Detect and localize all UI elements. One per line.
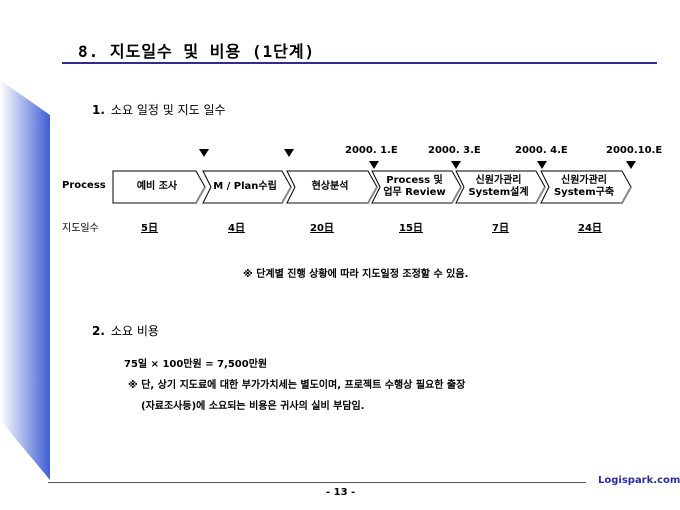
stage-label-4: Process 및 업무 Review — [383, 175, 446, 198]
stage-days-6: 24日 — [578, 223, 602, 234]
milestone-marker-2 — [284, 149, 294, 157]
stage-chevron-2: M / Plan수립 — [202, 170, 292, 204]
page-title: 8. 지도일수 및 비용 (1단계) — [78, 42, 316, 61]
section-2-heading: 2. 소요 비용 — [92, 322, 159, 339]
stage-chevron-5: 신원가관리 System설계 — [455, 170, 546, 204]
stage-label-3: 현상분석 — [311, 181, 349, 192]
milestone-marker-1 — [199, 149, 209, 157]
cost-formula: 75일 × 100만원 = 7,500만원 — [124, 359, 268, 370]
days-label: 지도일수 — [62, 223, 99, 234]
cost-note-line-2: (자료조사등)에 소요되는 비용은 귀사의 실비 부담임. — [141, 401, 365, 412]
process-label: Process — [62, 180, 106, 191]
section-1-heading: 1. 소요 일정 및 지도 일수 — [92, 101, 226, 118]
cost-note-line-1: ※ 단, 상기 지도료에 대한 부가가치세는 별도이며, 프로젝트 수행상 필요… — [128, 380, 466, 391]
section-2-label: 소요 비용 — [110, 324, 159, 338]
title-rule — [62, 62, 657, 64]
schedule-note: ※ 단계별 진행 상황에 따라 지도일정 조정할 수 있음. — [243, 269, 469, 280]
milestone-marker-3 — [369, 161, 379, 169]
stage-chevron-4: Process 및 업무 Review — [371, 170, 462, 204]
milestone-date-1: 2000. 1.E — [345, 145, 398, 156]
section-1-number: 1. — [92, 103, 105, 117]
milestone-date-3: 2000. 4.E — [515, 145, 568, 156]
milestone-marker-6 — [626, 161, 636, 169]
section-2-number: 2. — [92, 324, 105, 338]
stage-days-3: 20日 — [310, 223, 334, 234]
milestone-marker-5 — [537, 161, 547, 169]
milestone-date-2: 2000. 3.E — [428, 145, 481, 156]
stage-days-2: 4日 — [228, 223, 245, 234]
stage-label-6: 신원가관리 System구축 — [553, 175, 615, 198]
brand-logo-text: Logispark.com — [598, 475, 680, 486]
page-number: - 13 - — [326, 487, 356, 498]
section-1-label: 소요 일정 및 지도 일수 — [110, 103, 226, 117]
stage-days-1: 5日 — [141, 223, 158, 234]
stage-days-4: 15日 — [399, 223, 423, 234]
decorative-wedge — [0, 80, 50, 480]
stage-chevron-3: 현상분석 — [286, 170, 378, 204]
stage-chevron-1: 예비 조사 — [112, 170, 206, 204]
footer-rule — [48, 482, 586, 483]
milestone-date-4: 2000.10.E — [606, 145, 663, 156]
stage-label-1: 예비 조사 — [136, 181, 178, 192]
stage-label-2: M / Plan수립 — [213, 181, 277, 192]
stage-chevron-6: 신원가관리 System구축 — [540, 170, 632, 204]
stage-days-5: 7日 — [492, 223, 509, 234]
milestone-marker-4 — [451, 161, 461, 169]
stage-label-5: 신원가관리 System설계 — [468, 175, 529, 198]
